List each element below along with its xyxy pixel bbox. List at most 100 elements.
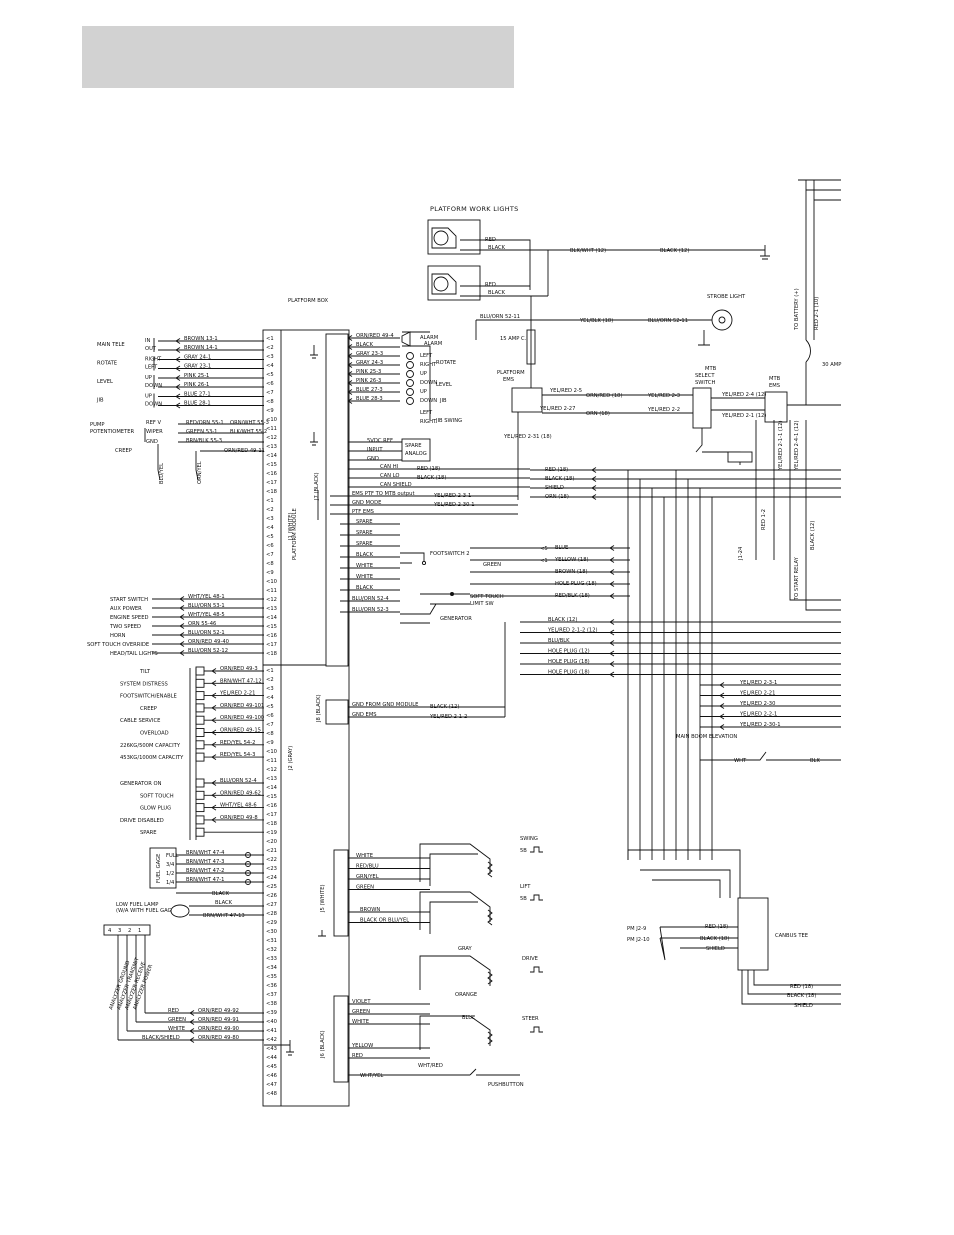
wire-label: ORN/RED 49-92 [198,1008,239,1014]
control-label: MAIN TELE [97,342,125,348]
pin-number: <11 [266,426,277,432]
wire-label: ORN/RED 49-62 [220,790,261,796]
pin-number: <14 [266,785,278,791]
wire-label: ORANGE [455,992,477,998]
joystick-pot-wire [419,843,491,882]
svg-text:PLATFORM: PLATFORM [497,370,525,376]
j8-socket: J8 (BLACK) [316,694,349,725]
svg-text:BLU/ORN 52-11: BLU/ORN 52-11 [648,318,688,324]
pin-number: <15 [266,794,277,800]
potentiometer-icon [487,971,493,985]
wire-label: YEL/RED 2-3-1 [433,493,471,499]
j7-lower: SPARESPARESPAREBLACKWHITEWHITEBLACKBLU/O… [340,519,630,613]
coil-icon [406,397,414,405]
wire-label: PINK 25-1 [184,373,209,379]
svg-text:J8 (BLACK): J8 (BLACK) [316,694,322,723]
wire-label: BROWN [360,907,380,913]
connector-arrow [609,661,615,667]
svg-text:POTENTIOMETER: POTENTIOMETER [90,429,135,435]
connector-arrow [179,605,185,611]
pin-number: <4 [266,695,274,701]
j5-socket: J5 (WHITE) [320,849,349,937]
wire-label: BLUE [462,1015,475,1021]
function-label: ENGINE SPEED [110,615,149,621]
svg-text:BLACK (12): BLACK (12) [660,248,689,254]
wire-label: SPARE [356,541,373,547]
pin-number: <4 [266,363,274,369]
wire-label: BLACK [356,552,374,558]
svg-text:EMS: EMS [769,383,780,389]
wire-label: BLUE 28-1 [184,401,211,407]
pin-number: <23 [266,866,277,872]
connector-arrow [175,375,181,381]
connector-arrow [347,353,353,359]
wire-label: GRAY 23-1 [184,364,211,370]
wire-label: BROWN 14-1 [184,345,218,351]
svg-text:30 AMP: 30 AMP [822,362,841,368]
pin-number: <13 [266,606,277,612]
platform-ems: PLATFORM EMS YEL/RED 2-5 ORN/RED (18) YE… [497,370,693,500]
svg-text:YEL/RED 2-27: YEL/RED 2-27 [539,406,575,412]
pin-number: <32 [266,947,277,953]
svg-text:YEL/RED 2-3: YEL/RED 2-3 [647,393,680,399]
connector-arrow [719,703,725,709]
pin-number: <19 [266,830,277,836]
lamp-indicator [195,790,205,800]
ems-label: PTF EMS [352,509,374,515]
analyzer-pin: 1 [138,928,141,934]
pin-number: <8 [266,399,274,405]
wire-label: BRN/WHT 47-2 [186,868,224,874]
svg-text:BLACK (18): BLACK (18) [787,993,816,999]
generator-switch: GENERATOR [400,603,472,624]
svg-text:REF V: REF V [146,420,162,426]
wire-label: YEL/RED 2-21 [739,691,775,697]
svg-text:YEL/BLK (18): YEL/BLK (18) [579,318,613,324]
connector-arrow [179,632,185,638]
wire-label: BLU/ORN 52-4 [220,778,257,784]
wire-label: YEL/RED 2-1-2 (12) [547,628,598,634]
pin-number: <12 [266,435,277,441]
svg-text:YEL/RED 2-4 (12): YEL/RED 2-4 (12) [721,392,766,398]
joystick-pot-wire [419,955,491,990]
wire-label: RED/BLK (18) [555,593,590,599]
pin-number: <22 [266,857,277,863]
fuel-code: 3/4 [166,862,175,868]
j2-label: J2 (GRAY) [288,746,294,771]
pulse-icon [530,846,543,853]
pin-number: <1 [540,558,548,564]
lamp-indicator [195,815,205,825]
pin-number: <11 [266,588,277,594]
wire-label: WHITE [356,563,373,569]
svg-text:YEL/RED 2-4-1 (12): YEL/RED 2-4-1 (12) [794,420,800,471]
lamp-indicator [195,666,205,676]
connector-arrow [211,741,217,748]
joystick-pot-wire [419,1015,491,1050]
wire-label: BLACK (18) [545,476,574,482]
device-label: UP [420,371,427,377]
svg-text:RED 1-2: RED 1-2 [761,509,767,530]
wire-label: YELLOW [351,1043,373,1049]
wire-color: GREEN [168,1017,186,1023]
svg-text:TO BATTERY (+): TO BATTERY (+) [794,288,800,331]
connector-arrow [175,365,181,372]
svg-text:SWITCH: SWITCH [695,380,715,386]
wire-label: YELLOW (18) [554,557,589,563]
wire-label: YEL/RED 2-3-1 [739,680,777,686]
wire-label: WHT/YEL 48-6 [220,803,257,809]
function-label: SYSTEM DISTRESS [120,681,168,687]
svg-text:STROBE LIGHT: STROBE LIGHT [707,294,746,300]
wire-label: BLU/ORN 52-3 [352,607,389,613]
control-label: ROTATE [97,361,117,367]
wire-label: BLU/ORN 52-12 [188,648,228,654]
wire-label: BROWN (18) [555,569,588,575]
creep-label: CREEP [115,448,132,454]
svg-text:BLACK: BLACK [215,900,233,906]
connector-arrow [211,729,217,736]
